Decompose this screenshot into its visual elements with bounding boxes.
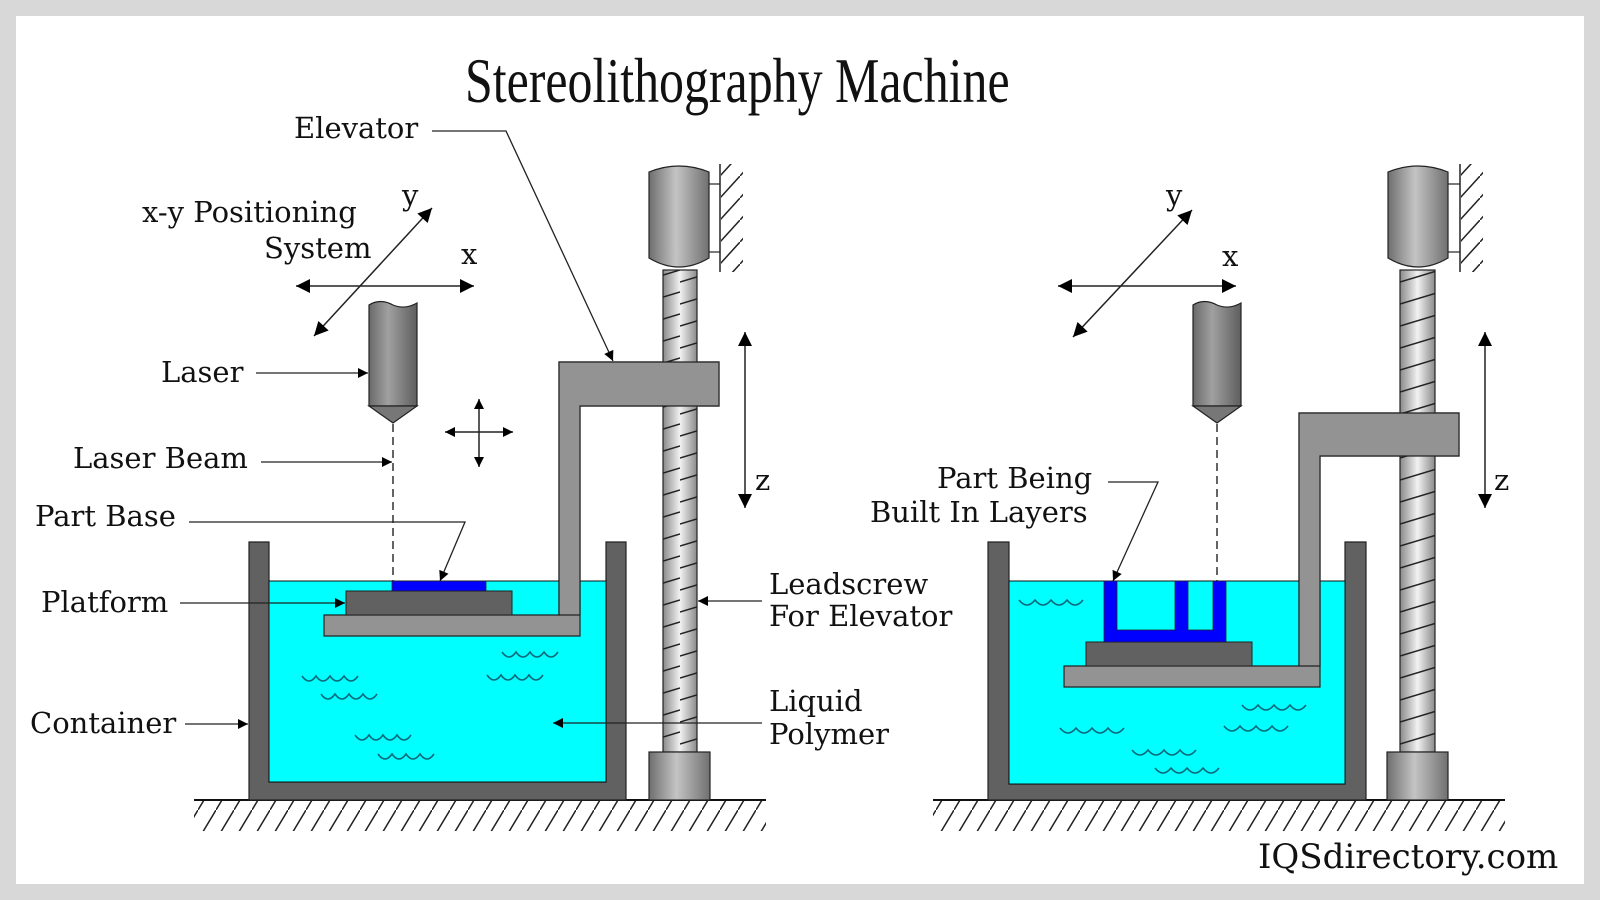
liquid-waves-left [301, 650, 559, 760]
leadscrew-bearing-left [648, 165, 710, 268]
brand-watermark: IQSdirectory.com [1258, 837, 1558, 877]
leadscrew-right [1386, 164, 1483, 801]
label-xy-positioning-2: System [264, 231, 371, 265]
label-container: Container [30, 706, 176, 740]
label-part-being-1: Part Being [937, 461, 1092, 495]
axis-z-label-right: z [1494, 463, 1509, 497]
z-axis-left: z [738, 332, 770, 508]
label-liquid-1: Liquid [769, 684, 863, 718]
axis-x-label-right: x [1222, 239, 1238, 273]
direction-cross-icon [445, 399, 513, 467]
ground-left [194, 799, 766, 831]
xy-axes-right: y x [1058, 178, 1238, 338]
axis-y-label-left: y [401, 178, 419, 212]
axis-y-label-right: y [1165, 178, 1183, 212]
label-leadscrew-1: Leadscrew [769, 567, 928, 601]
axis-z-label-left: z [755, 463, 770, 497]
platform-left [345, 590, 513, 616]
diagram-title: Stereolithography Machine [465, 46, 1010, 116]
label-platform: Platform [41, 585, 168, 619]
z-axis-right: z [1478, 332, 1509, 508]
leadscrew-bearing-right [1387, 165, 1449, 268]
left-machine: y x z Elevator x-y Positioning System La… [30, 111, 952, 831]
label-laser: Laser [161, 355, 244, 389]
right-machine: y x z Part Being Built In Layers [870, 164, 1509, 831]
leadscrew-base-right [1386, 751, 1449, 801]
ground-right [933, 799, 1505, 831]
label-laser-beam: Laser Beam [73, 441, 248, 475]
xy-axes-left: y x [296, 178, 477, 337]
laser-left [367, 300, 419, 581]
part-base-left [391, 580, 487, 592]
platform-right [1085, 641, 1253, 667]
label-xy-positioning-1: x-y Positioning [142, 195, 357, 229]
label-leadscrew-2: For Elevator [769, 599, 952, 633]
label-part-base: Part Base [35, 499, 176, 533]
liquid-waves-right [1018, 598, 1307, 774]
laser-right [1191, 300, 1243, 581]
label-part-being-2: Built In Layers [870, 495, 1088, 529]
leadscrew-base-left [648, 751, 711, 801]
label-elevator: Elevator [294, 111, 418, 145]
leadscrew-left [648, 164, 743, 801]
label-liquid-2: Polymer [769, 717, 889, 751]
part-built-layers [1103, 580, 1227, 643]
axis-x-label-left: x [461, 237, 477, 271]
